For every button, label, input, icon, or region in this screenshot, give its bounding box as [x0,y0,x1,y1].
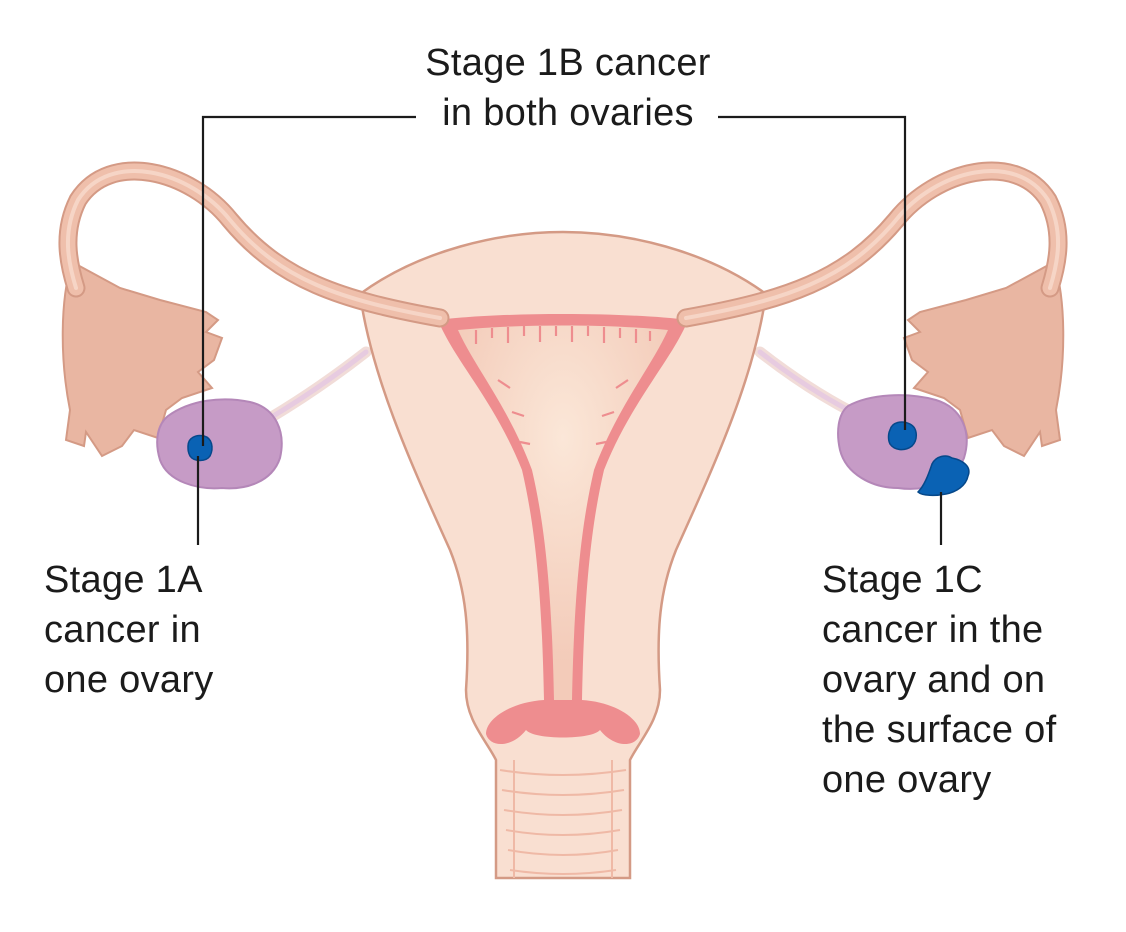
leader-line-1b-left [201,115,416,446]
left-ovary-icon [156,398,283,490]
uterine-cavity [458,325,668,700]
label-stage-1c-line-2: cancer in the [822,609,1044,651]
leader-lines [196,115,943,545]
label-stage-1c-line-1: Stage 1C [822,559,983,601]
label-stage-1a: Stage 1A cancer in one ovary [44,555,214,705]
label-stage-1c-line-4: the surface of [822,709,1057,751]
leader-line-1b-right [718,115,907,430]
label-stage-1a-line-3: one ovary [44,659,214,701]
label-stage-1c-line-5: one ovary [822,759,992,801]
label-stage-1b-line-1: Stage 1B cancer [425,42,711,84]
left-ovary-tumor-icon [187,434,213,462]
label-stage-1b-line-2: in both ovaries [442,92,694,134]
ovarian-ligaments [264,346,858,424]
label-stage-1a-line-2: cancer in [44,609,201,651]
label-stage-1c-line-3: ovary and on [822,659,1046,701]
vaginal-canal [499,760,627,878]
label-stage-1c: Stage 1C cancer in the ovary and on the … [822,555,1056,805]
left-fimbriae [61,260,224,458]
ovary-surface-tumor-icon [916,455,970,497]
right-ovary-tumor-icon [887,421,917,451]
lining-texture [474,326,652,446]
label-stage-1a-line-1: Stage 1A [44,559,203,601]
label-stage-1b: Stage 1B cancer in both ovaries [300,38,836,138]
right-fimbriae [902,260,1065,458]
